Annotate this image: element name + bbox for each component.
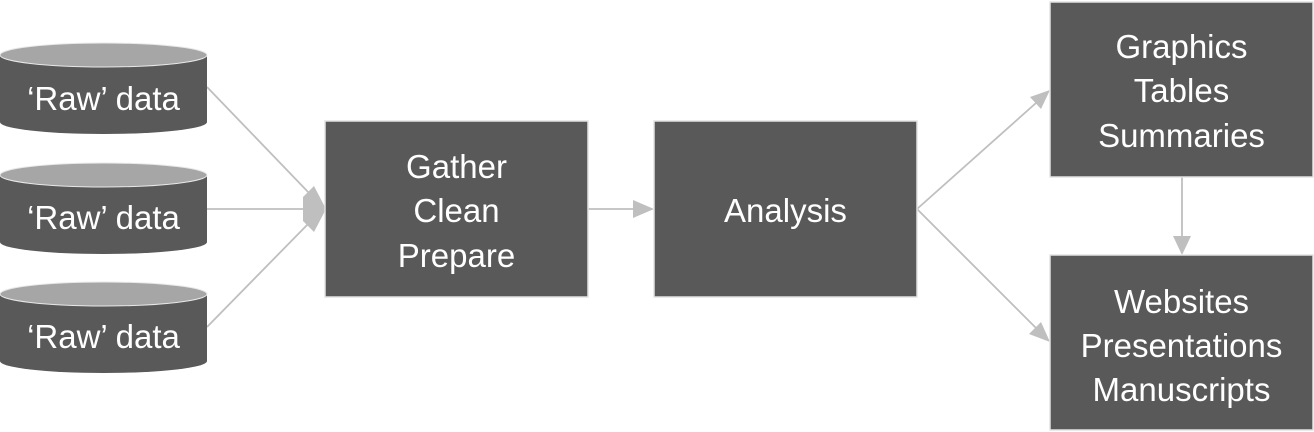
- database-icon: [0, 55, 207, 134]
- arrowhead-publish-top: [1173, 236, 1191, 255]
- raw-data-source-3: ‘Raw’ data: [0, 281, 208, 373]
- step-line-clean: Clean: [413, 192, 499, 229]
- output-line-summaries: Summaries: [1098, 117, 1265, 154]
- publish-box: Websites Presentations Manuscripts: [1049, 254, 1314, 431]
- connector-raw-3-to-prepare: [206, 221, 311, 328]
- database-top: [0, 42, 208, 68]
- raw-data-source-2: ‘Raw’ data: [0, 162, 208, 255]
- step-line-prepare: Prepare: [398, 237, 515, 274]
- arrowhead-outputs: [1030, 90, 1050, 109]
- raw-data-label: ‘Raw’ data: [27, 80, 180, 117]
- connectors: [206, 86, 1191, 342]
- gather-clean-prepare-box: Gather Clean Prepare: [324, 120, 589, 298]
- database-icon: [0, 294, 207, 373]
- publish-line-manuscripts: Manuscripts: [1093, 371, 1271, 408]
- connector-raw-1-to-prepare: [206, 86, 311, 195]
- arrowhead-analysis: [633, 200, 654, 218]
- publish-line-presentations: Presentations: [1081, 327, 1283, 364]
- merge-arrowhead: [303, 186, 326, 232]
- raw-data-label: ‘Raw’ data: [27, 318, 180, 355]
- outputs-box: Graphics Tables Summaries: [1049, 1, 1314, 178]
- output-line-tables: Tables: [1134, 72, 1229, 109]
- database-top: [0, 281, 208, 307]
- connector-analysis-to-outputs: [916, 102, 1037, 210]
- raw-data-label: ‘Raw’ data: [27, 199, 180, 236]
- database-icon: [0, 175, 207, 255]
- database-top: [0, 162, 208, 188]
- arrowhead-publish: [1029, 322, 1050, 342]
- analysis-box: Analysis: [653, 120, 918, 298]
- output-line-graphics: Graphics: [1115, 28, 1247, 65]
- raw-data-source-1: ‘Raw’ data: [0, 42, 208, 134]
- step-line-analysis: Analysis: [724, 192, 847, 229]
- step-line-gather: Gather: [406, 148, 507, 185]
- connector-analysis-to-publish: [916, 208, 1037, 329]
- publish-line-websites: Websites: [1114, 283, 1249, 320]
